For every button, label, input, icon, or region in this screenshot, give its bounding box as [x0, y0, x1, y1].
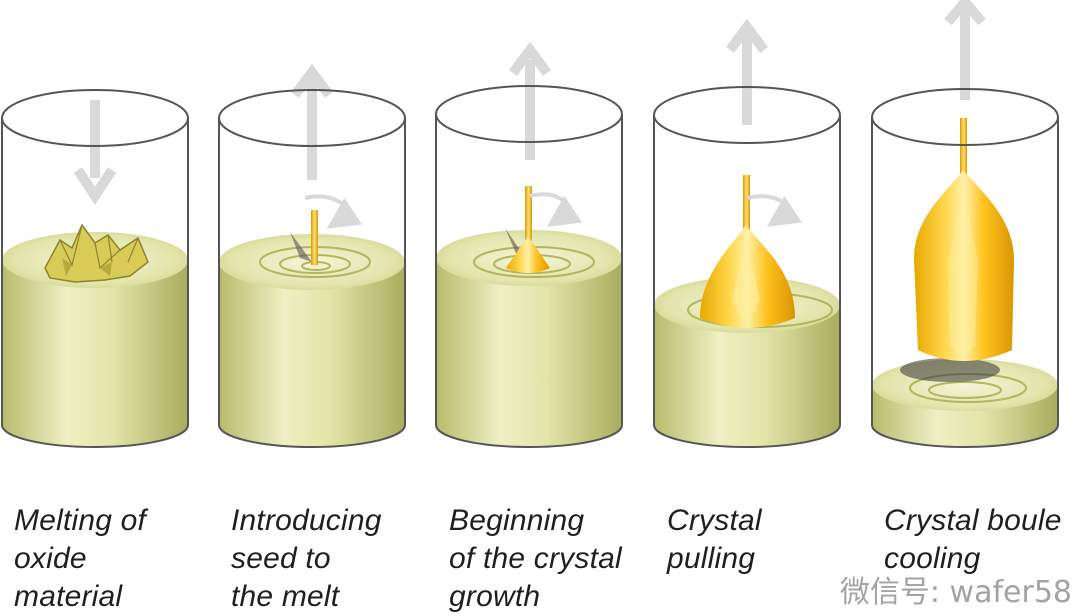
melt-cylinder [872, 358, 1058, 447]
seed-rod [311, 210, 318, 265]
up-arrow-icon [725, 18, 769, 125]
stage-pulling [653, 18, 841, 448]
stage-melting [1, 89, 189, 448]
stage-cooling [871, 0, 1059, 448]
up-arrow-icon [508, 41, 552, 160]
stage-beginning [435, 41, 623, 448]
oxide-chunks [44, 223, 149, 283]
seed-shadow [290, 232, 312, 262]
rotation-arrow-icon [529, 192, 583, 227]
glass-crucible [218, 89, 406, 448]
melt-cylinder [219, 234, 405, 447]
caption-beginning: Beginning of the crystal growth [449, 504, 622, 613]
caption-seed: Introducing seed to the melt [231, 504, 382, 613]
up-arrow-icon [290, 63, 334, 180]
caption-melting: Melting of oxide material [14, 504, 147, 613]
melt-cylinder [654, 277, 840, 447]
rotation-arrow-icon [747, 194, 803, 227]
stage-seed [218, 63, 406, 448]
glass-crucible [435, 85, 623, 448]
glass-crucible [871, 88, 1059, 448]
czochralski-process-diagram [1, 0, 1059, 448]
glass-crucible [653, 86, 841, 448]
caption-cooling: Crystal boule cooling [884, 504, 1062, 575]
crystal-boule [914, 170, 1014, 361]
crystal-cone [506, 236, 550, 273]
seed-rod [525, 186, 532, 241]
seed-rod [960, 118, 967, 188]
seed-rod [743, 175, 750, 235]
up-arrow-icon [944, 0, 986, 100]
glass-crucible [1, 89, 189, 448]
caption-pulling: Crystal pulling [667, 504, 762, 575]
down-arrow-icon [73, 100, 117, 206]
watermark: 微信号: wafer58 [839, 575, 1072, 610]
rotation-arrow-icon [304, 194, 363, 229]
